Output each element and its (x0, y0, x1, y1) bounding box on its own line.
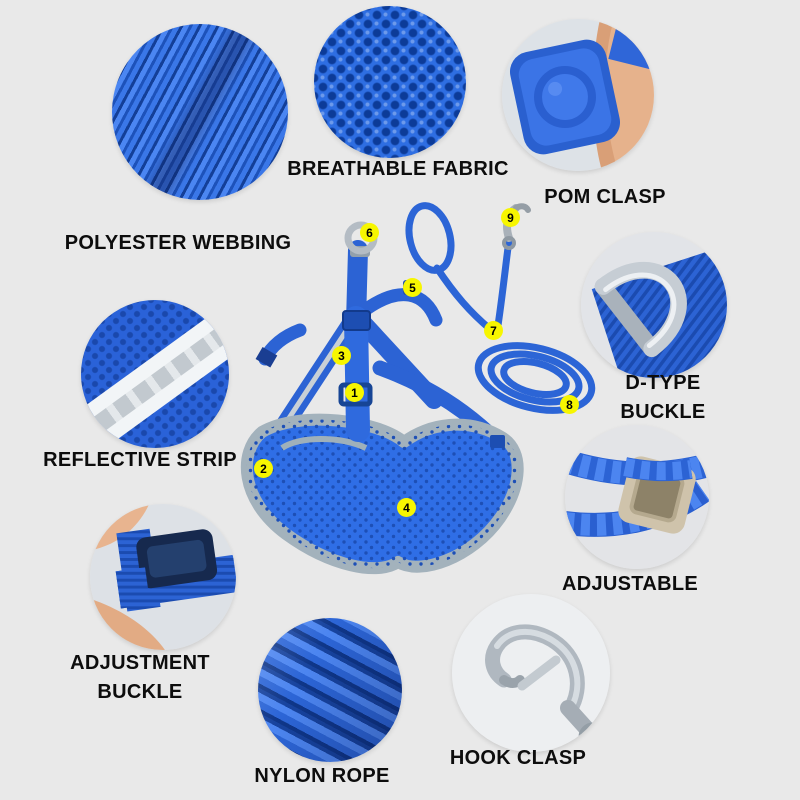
harness-buckles (338, 280, 505, 448)
adjustment-buckle-photo (90, 504, 236, 650)
part-marker-7: 7 (484, 321, 503, 340)
part-marker-5: 5 (403, 278, 422, 297)
label-adjustment-buckle: ADJUSTMENT BUCKLE (40, 649, 240, 707)
label-d-type-line1: D-TYPE (625, 372, 701, 394)
adjustment-buckle-illustration (90, 504, 236, 650)
part-marker-1: 1 (345, 383, 364, 402)
label-polyester-webbing: POLYESTER WEBBING (64, 232, 292, 254)
label-adjustment-line2: BUCKLE (97, 681, 183, 703)
label-d-type-line2: BUCKLE (620, 401, 706, 423)
label-adjustable: ADJUSTABLE (562, 573, 698, 595)
label-pom-clasp: POM CLASP (544, 186, 666, 208)
harness-straps (258, 240, 506, 450)
label-breathable-fabric: BREATHABLE FABRIC (287, 158, 509, 180)
pom-clasp-photo (502, 19, 654, 171)
pom-clasp-illustration (502, 19, 654, 171)
label-nylon-rope: NYLON ROPE (254, 765, 390, 787)
label-adjustment-line1: ADJUSTMENT (70, 652, 210, 674)
part-marker-9: 9 (501, 208, 520, 227)
label-hook-clasp: HOOK CLASP (449, 747, 587, 769)
part-marker-8: 8 (560, 395, 579, 414)
chest-strap (344, 306, 370, 442)
strap-end-buckle (255, 346, 278, 368)
reflective-strip-band (81, 300, 229, 448)
adjustable-rope-photo (565, 425, 709, 569)
harness-vest (240, 413, 524, 575)
part-marker-3: 3 (332, 346, 351, 365)
d-type-buckle-photo (581, 232, 727, 378)
nylon-rope-photo (258, 618, 402, 762)
polyester-webbing-photo (112, 24, 288, 200)
label-d-type-buckle: D-TYPE BUCKLE (585, 369, 741, 427)
reflective-strip-photo (81, 300, 229, 448)
hook-clasp-photo (452, 594, 610, 752)
label-reflective-strip: REFLECTIVE STRIP (43, 449, 237, 471)
part-marker-4: 4 (397, 498, 416, 517)
breathable-fabric-photo (314, 6, 466, 158)
leash (405, 202, 596, 414)
part-marker-2: 2 (254, 459, 273, 478)
snap-hook-illustration (452, 594, 610, 752)
part-marker-6: 6 (360, 223, 379, 242)
d-ring-illustration (581, 232, 727, 378)
rope-adjuster-illustration (565, 425, 709, 569)
